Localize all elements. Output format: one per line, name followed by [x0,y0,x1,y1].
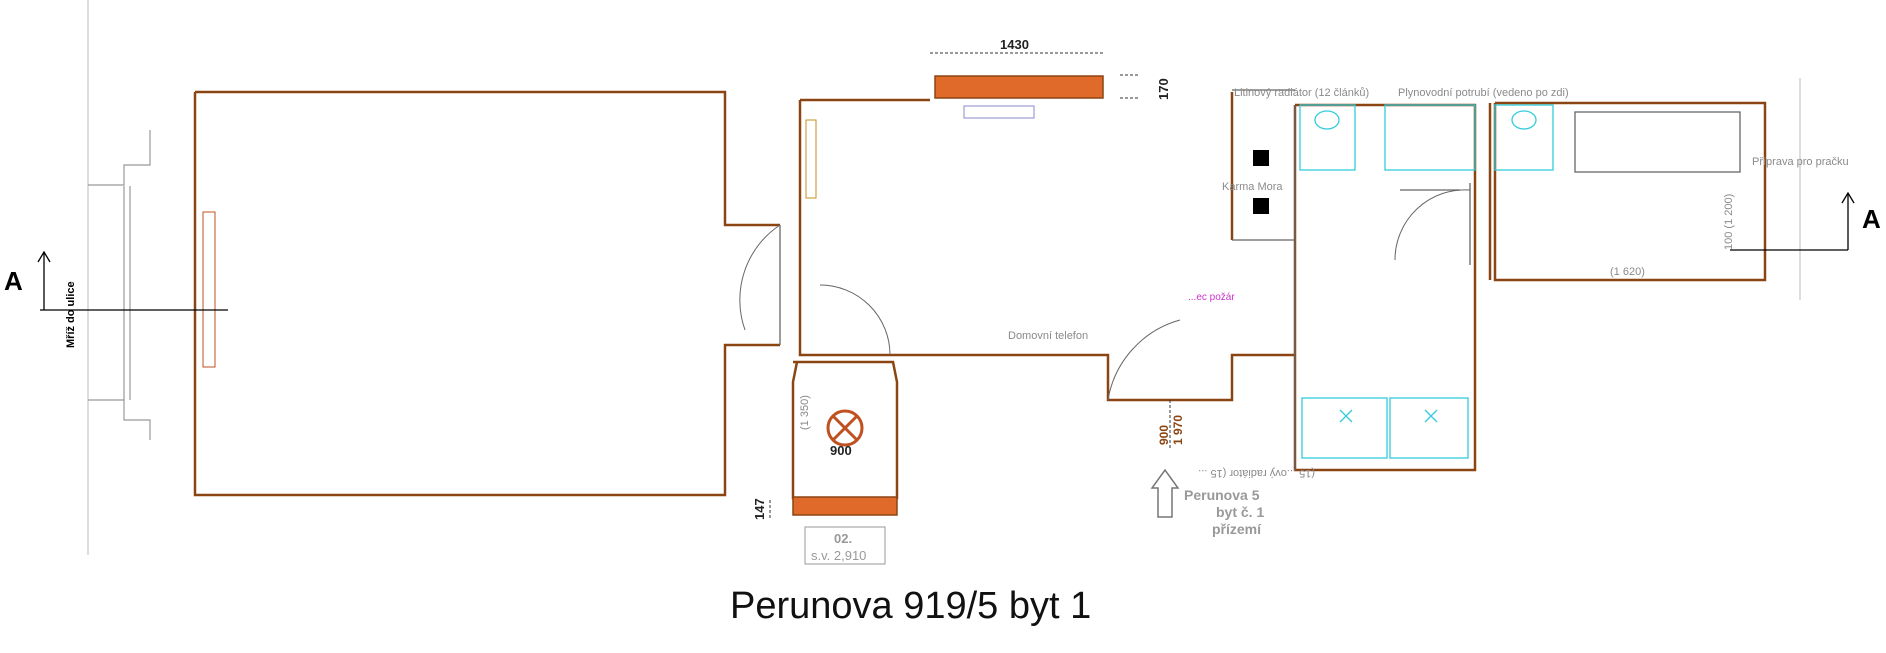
dim-1200: 100 (1 200) [1723,194,1735,250]
room-label-box [804,526,886,565]
dim-1350: (1 350) [799,395,811,430]
entrance-line-1: Perunova 5 [1184,487,1260,503]
stove-symbols [1253,150,1269,214]
dimension-lines [769,52,1171,520]
dim-1970: 1 970 [1171,415,1185,445]
shower-icon [1301,397,1388,459]
radiator-15-label: (15 ...ový radiátor (15 ... [1198,467,1315,479]
room-number: 02. [834,531,852,546]
street-facade [88,130,151,440]
street-label: Mříž do ulice [65,281,77,348]
door-swing-icon [739,189,1471,401]
room-height: s.v. 2,910 [811,548,866,563]
dim-147: 147 [752,498,767,520]
section-label-left: A [4,266,23,296]
dim-900-wc: 900 [830,443,852,458]
radiator-label: Litinový radiátor (12 článků) [1234,87,1369,99]
dim-top: 1430 [1000,37,1029,52]
toilet-icon [826,409,864,447]
building-outline [87,0,1801,555]
bathtub-icon [1574,111,1741,173]
entrance-line-3: přízemí [1212,521,1262,537]
entrance-line-2: byt č. 1 [1216,504,1264,520]
walls [193,90,1767,500]
dim-170: 170 [1156,78,1171,100]
sanitary-fixtures [1299,104,1741,459]
dim-1620: (1 620) [1610,266,1645,278]
partitions [779,89,1471,470]
phone-label: Domovní telefon [1008,330,1088,342]
stove-label: Karma Mora [1222,181,1283,193]
plan-title: Perunova 919/5 byt 1 [730,585,1091,627]
fire-label: ...ec požár [1188,292,1235,303]
dim-900-door: 900 [1157,425,1171,445]
section-label-right: A [1862,204,1881,234]
entrance-arrow-icon [1150,468,1180,518]
radiators [202,105,1035,368]
wash-basin-icon [1299,104,1356,171]
washer-label: Příprava pro pračku [1752,156,1849,168]
section-arrow-icon [37,191,1855,311]
brick-hatching [792,75,1104,516]
gas-pipe-label: Plynovodní potrubí (vedeno po zdi) [1398,87,1569,99]
